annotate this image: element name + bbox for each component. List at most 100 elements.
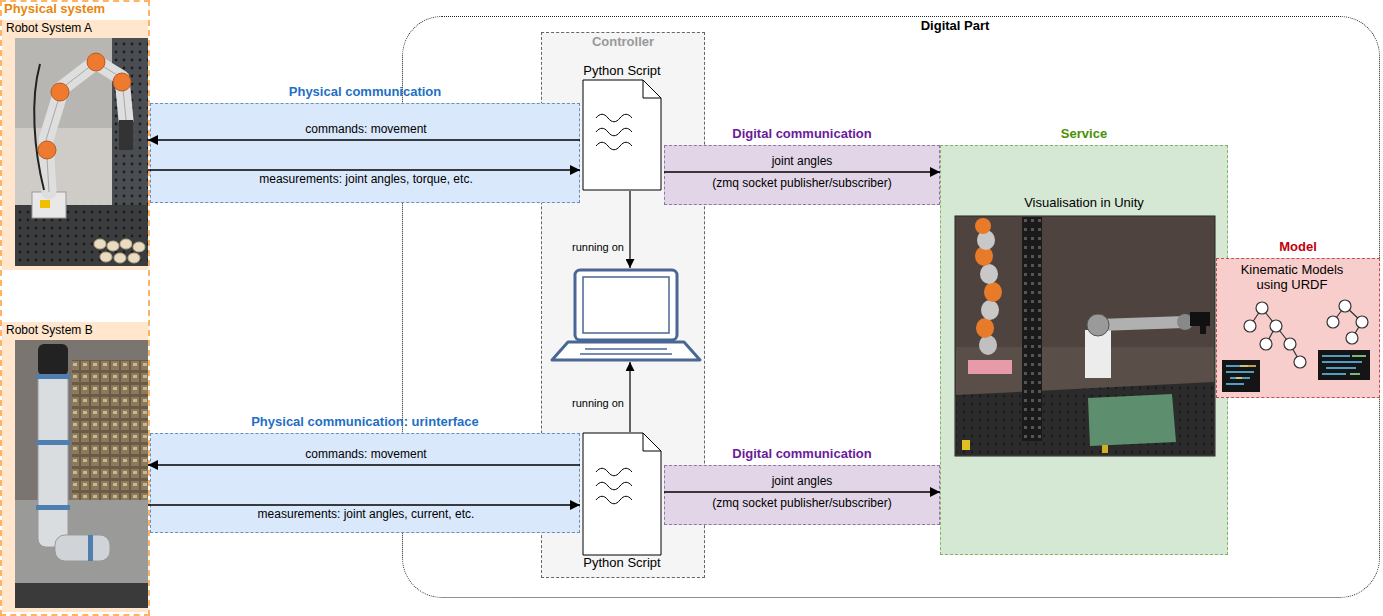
- text-holder: measurements: joint angles, torque, etc.: [196, 173, 536, 187]
- unity-screenshot: [955, 216, 1215, 456]
- unity-screenshot: [1102, 445, 1108, 453]
- document-icon: [643, 433, 661, 451]
- node-heading: Physical communication: [150, 85, 580, 100]
- kinematic-tree-icon: [1244, 300, 1368, 368]
- kinematic-tree-icon: [1356, 316, 1368, 328]
- robot-b-photo: [72, 360, 148, 500]
- robot-b-photo: [36, 374, 70, 379]
- code-snippet-icon: [1222, 350, 1370, 392]
- robot-a-photo: [34, 64, 44, 190]
- robot-a-photo: [133, 242, 145, 252]
- robot-a-photo: [128, 253, 140, 263]
- robot-a-photo: [15, 205, 148, 266]
- robot-b-photo: [36, 505, 70, 510]
- kinematic-tree-icon: [1346, 332, 1358, 344]
- robot-a-photo: [15, 38, 148, 128]
- unity-screenshot: [981, 300, 999, 320]
- text-holder: Service: [940, 127, 1228, 142]
- unity-screenshot: [1085, 330, 1111, 378]
- communication-band: Digital communication: [664, 465, 940, 525]
- text-holder: Physical system: [4, 2, 144, 17]
- unity-screenshot: [980, 264, 998, 284]
- unity-screenshot: [956, 217, 1214, 347]
- unity-screenshot: [962, 440, 970, 450]
- text-holder: joint angles: [632, 475, 972, 489]
- annotation-label: (zmq socket publisher/subscriber): [664, 177, 940, 191]
- system-group: Physical systemRobot System ARobot Syste…: [0, 0, 150, 616]
- robot-b-photo: [15, 340, 148, 608]
- document-icon: [583, 80, 661, 190]
- robot-a-photo: [46, 62, 126, 192]
- robot-a-photo: [38, 53, 131, 159]
- unity-screenshot: [956, 382, 1214, 455]
- code-snippet-icon: [1226, 366, 1254, 384]
- kinematic-tree-icon: [1244, 320, 1256, 332]
- code-snippet-icon: [1222, 360, 1260, 392]
- robot-a-photo: [38, 141, 56, 159]
- unity-screenshot: [979, 335, 997, 355]
- annotation-label: running on: [552, 397, 624, 410]
- text-holder: Digital communication: [664, 127, 940, 142]
- node-heading: Model: [1216, 240, 1380, 255]
- annotation-label: running on: [552, 241, 624, 254]
- unity-screenshot: [1177, 314, 1193, 330]
- annotation-label: (zmq socket publisher/subscriber): [664, 497, 940, 511]
- robot-a-photo: [114, 253, 126, 263]
- document-icon: [596, 482, 632, 490]
- node-heading: Robot System B: [6, 324, 144, 338]
- unity-screenshot: [1022, 217, 1042, 441]
- text-holder: commands: movement: [196, 123, 536, 137]
- robot-a-photo: [51, 83, 69, 101]
- robot-a-photo: [113, 73, 131, 91]
- text-holder: (zmq socket publisher/subscriber): [664, 497, 940, 511]
- text-holder: joint angles: [632, 155, 972, 169]
- code-snippet-icon: [1236, 366, 1256, 378]
- edge-label: joint angles: [632, 155, 972, 169]
- robot-a-photo: [112, 38, 148, 208]
- robot-a-photo: [120, 239, 132, 249]
- robot-a-photo: [15, 205, 148, 266]
- kinematic-tree-icon: [1339, 300, 1351, 312]
- robot-b-photo: [72, 360, 148, 500]
- edge-label: measurements: joint angles, current, etc…: [196, 508, 536, 522]
- node-heading: Digital communication: [664, 447, 940, 462]
- communication-band: Physical communication: [150, 103, 580, 203]
- kinematic-tree-icon: [1333, 306, 1362, 338]
- text-holder: measurements: joint angles, current, etc…: [196, 508, 536, 522]
- unity-screenshot: [977, 230, 995, 250]
- kinematic-tree-icon: [1256, 302, 1268, 314]
- document-icon: [583, 433, 661, 555]
- unity-screenshot: [1200, 326, 1206, 334]
- unity-screenshot: [984, 282, 1002, 302]
- kinematic-tree-icon: [1260, 338, 1272, 350]
- node-heading: Python Script: [580, 556, 664, 571]
- robot-a-photo: [40, 200, 50, 208]
- robot-b-photo: [36, 440, 70, 445]
- text-holder: Digital Part: [875, 19, 1035, 34]
- robot-a-photo: [94, 239, 145, 263]
- node-heading: Physical system: [4, 2, 144, 17]
- communication-band: Digital communication: [664, 145, 940, 205]
- robot-a-photo: [87, 53, 105, 71]
- document-icon: [596, 128, 632, 136]
- unity-screenshot: [1098, 322, 1185, 325]
- script-document: Python Script: [580, 62, 664, 190]
- text-holder: Model: [1216, 240, 1380, 255]
- laptop-icon: [552, 342, 700, 360]
- laptop-icon: [552, 270, 700, 360]
- node-heading: Physical communication: urinterface: [150, 415, 580, 430]
- unity-screenshot: [975, 218, 991, 234]
- text-holder: (zmq socket publisher/subscriber): [664, 177, 940, 191]
- text-holder: Robot System B: [6, 324, 144, 338]
- robot-frame: Robot System B: [2, 322, 148, 612]
- script-document: Python Script: [580, 433, 664, 571]
- laptop-icon: [575, 270, 677, 340]
- edge-label: commands: movement: [196, 448, 536, 462]
- unity-screenshot: [1088, 394, 1176, 446]
- robot-a-photo: [46, 62, 126, 192]
- laptop-icon: [583, 277, 669, 333]
- robot-a-photo: [112, 38, 148, 208]
- text-holder: running on: [552, 241, 624, 254]
